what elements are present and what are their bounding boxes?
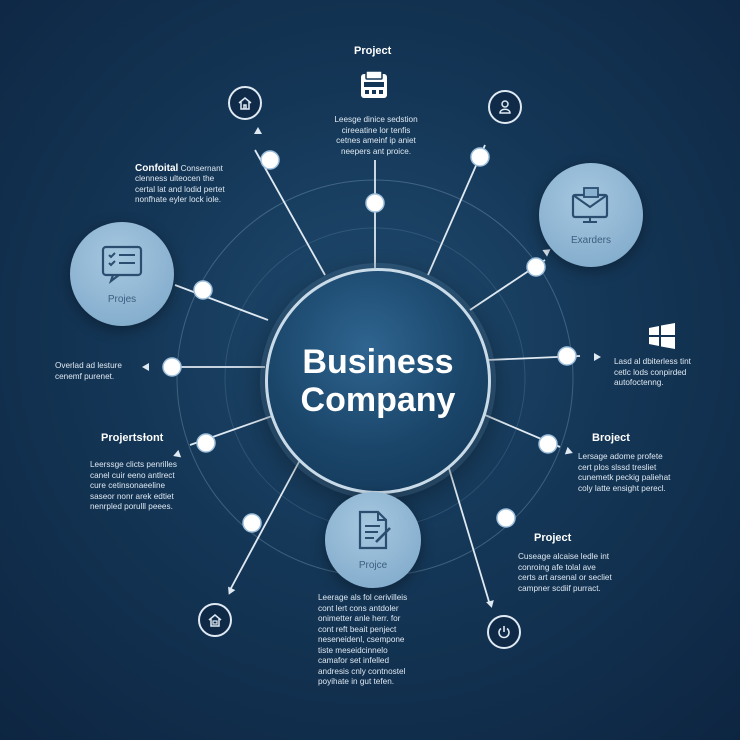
node-upper-right: [526, 257, 546, 277]
node-lower-right: [538, 434, 558, 454]
arrow-upper-right: [542, 249, 551, 257]
spoke-top-right: [427, 144, 486, 276]
node-top-right: [470, 147, 490, 167]
arrow-bottom-right: [486, 600, 494, 608]
house-icon: [198, 603, 232, 637]
arrow-right: [594, 353, 601, 361]
spoke-bottom-right: [444, 454, 491, 606]
power-icon: [487, 615, 521, 649]
upper-left-note: clenness ulteocen the certal lat and lod…: [135, 174, 225, 204]
bottom-right-title: Project: [534, 532, 572, 544]
hub-title-line2: Company: [300, 381, 456, 419]
node-top-left: [260, 150, 280, 170]
bubble-left-label: Projes: [107, 293, 137, 305]
central-hub: Business Company: [265, 268, 491, 494]
user-icon: [488, 90, 522, 124]
calculator-icon: [361, 70, 387, 98]
bottom-right-note: Cuseage alcaise ledle int conroing afe t…: [518, 552, 612, 593]
upper-left-title: Confoital: [135, 162, 179, 174]
arrow-top-left: [254, 127, 262, 134]
arrow-bottom-left: [228, 586, 236, 595]
upper-left-first-line-rest: Consernant: [178, 163, 223, 173]
top-note: Leesge dinice sedstion cireeatine lor te…: [334, 115, 418, 156]
node-left: [162, 357, 182, 377]
arrows: [142, 127, 601, 608]
arrow-lower-left: [173, 449, 182, 458]
checklist-icon: [101, 245, 143, 284]
node-top-center: [365, 193, 385, 213]
spoke-top-left: [254, 149, 326, 276]
monitor-envelope-icon: [571, 186, 609, 223]
upper-left-note-block: Confoital Consernant clenness ulteocen t…: [135, 153, 265, 216]
node-lower-left: [196, 433, 216, 453]
spoke-bottom-left: [229, 459, 301, 591]
node-upper-left: [193, 280, 213, 300]
lower-left-title: Projertsɫont: [101, 432, 164, 444]
node-right: [557, 346, 577, 366]
lower-left-note: Leerssge clicts penrilles canel cuir een…: [90, 460, 177, 511]
bubble-bottom-label: Projce: [358, 559, 388, 571]
hub-title-line1: Business: [302, 343, 454, 381]
bubble-right-label: Exarders: [570, 234, 611, 246]
lower-right-title: Broject: [592, 432, 630, 444]
bubble-right: Exarders: [539, 163, 643, 267]
nodes: [162, 147, 577, 533]
node-bottom-left: [242, 513, 262, 533]
lower-right-note: Lersage adome profete cert plos slssd tr…: [578, 452, 671, 493]
top-title: Project: [354, 45, 392, 57]
left-note: Overlad ad lesture cenemf purenet.: [55, 361, 122, 381]
bubble-bottom: Projce: [325, 492, 421, 588]
arrow-lower-right: [564, 446, 573, 455]
spokes: [165, 144, 581, 606]
bubble-left: Projes: [70, 222, 174, 326]
bottom-note: Leerage als fol cerivilleis cont lert co…: [318, 593, 408, 686]
node-bottom-right: [496, 508, 516, 528]
arrow-left: [142, 363, 149, 371]
document-pen-icon: [358, 510, 391, 549]
right-note: Lasd al dbiterless tint cetlc lods conpi…: [614, 357, 691, 387]
spoke-upper-left: [174, 284, 269, 321]
home-icon: [228, 86, 262, 120]
windows-icon: [649, 323, 675, 349]
